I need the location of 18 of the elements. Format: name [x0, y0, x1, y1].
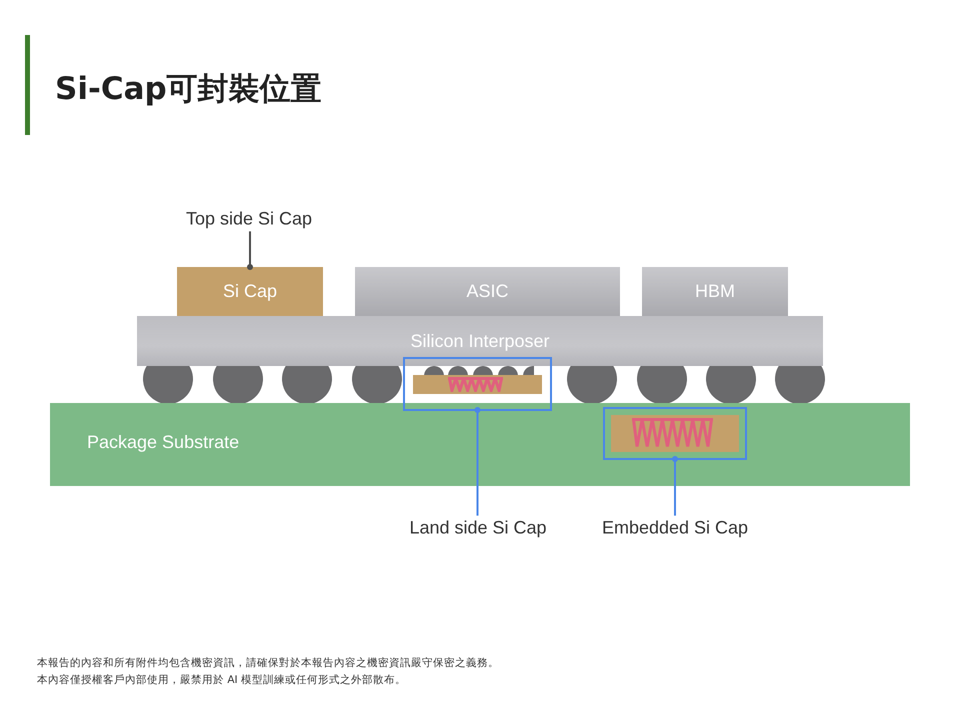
highlight-frame — [603, 407, 747, 460]
interposer-layer: Silicon Interposer — [137, 316, 823, 366]
page-title: Si-Cap可封裝位置 — [55, 70, 322, 109]
disclaimer-text: 本內容僅授權客戶內部使用，嚴禁用於 AI 模型訓練或任何形式之外部散布。 — [37, 673, 406, 687]
capacitor-chip — [611, 415, 739, 452]
capacitor-chip: Si Cap — [177, 267, 323, 316]
leader-line — [247, 231, 253, 270]
callout-label: Top side Si Cap — [186, 208, 312, 230]
layer-label: Package Substrate — [87, 432, 240, 453]
callout-label: Land side Si Cap — [409, 518, 547, 538]
disclaimer-text: 本報告的內容和所有附件均包含機密資訊，請確保對於本報告內容之機密資訊嚴守保密之義務。 — [37, 656, 499, 670]
leader-line — [474, 407, 480, 516]
capacitor-chip — [413, 375, 542, 394]
callout-label: Embedded Si Cap — [602, 518, 748, 538]
chip-die: HBM — [642, 267, 788, 316]
chip-die: ASIC — [355, 267, 620, 316]
substrate-layer — [50, 403, 910, 486]
leader-line — [672, 456, 678, 516]
